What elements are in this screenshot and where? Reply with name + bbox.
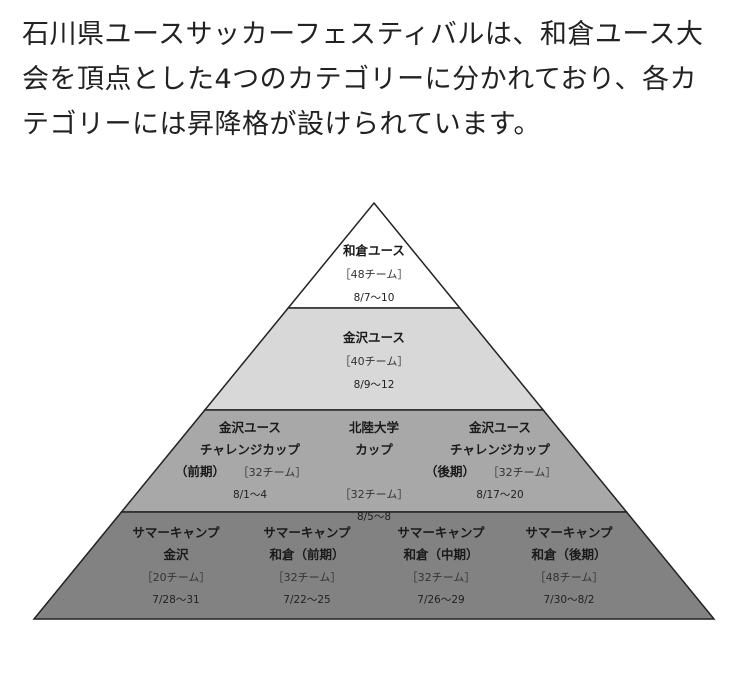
event-dates: 8/9〜12 (354, 379, 395, 391)
event-dates: 8/17〜20 (476, 489, 523, 501)
event-name: 和倉ユース (342, 243, 405, 258)
intro-line: 石川県ユースサッカーフェスティバルは、和倉ユース大 (22, 19, 704, 50)
event-dates: 7/22〜25 (283, 594, 330, 606)
event-dates: 7/26〜29 (417, 594, 464, 606)
intro-line: テゴリーには昇降格が設けられています。 (22, 109, 541, 140)
event-name: チャレンジカップ (450, 442, 550, 457)
event-name: サマーキャンプ (397, 525, 485, 540)
event-name: 金沢 (162, 547, 189, 562)
event-dates: 7/28〜31 (152, 594, 199, 606)
event-name: 北陸大学 (349, 420, 400, 435)
event-dates: 8/7〜10 (354, 292, 395, 304)
event-name: （後期） (425, 464, 475, 479)
event-dates: 7/30〜8/2 (544, 594, 595, 606)
event-team-count: ［32チーム］ (407, 571, 476, 584)
event-name: 金沢ユース (218, 420, 281, 435)
event-name: （前期） (175, 464, 225, 479)
event-name: 和倉（中期） (402, 547, 478, 562)
event-name: 和倉（前期） (268, 547, 344, 562)
intro-line: 会を頂点とした4つのカテゴリーに分かれており、各カ (22, 64, 697, 95)
pyramid-tier-4 (32, 511, 716, 620)
event-name: チャレンジカップ (200, 442, 300, 457)
event-team-count: ［40チーム］ (340, 355, 409, 368)
event-name: サマーキャンプ (525, 525, 613, 540)
event-name: 和倉（後期） (530, 547, 606, 562)
event-name: カップ (355, 442, 393, 457)
event-team-count: ［32チーム］ (340, 488, 409, 501)
event-dates: 8/5〜8 (357, 511, 391, 523)
event-team-count: ［32チーム］ (238, 466, 307, 479)
event-name: サマーキャンプ (132, 525, 220, 540)
event-team-count: ［20チーム］ (142, 571, 211, 584)
event-team-count: ［48チーム］ (340, 268, 409, 281)
event-name: サマーキャンプ (263, 525, 351, 540)
event-team-count: ［32チーム］ (488, 466, 557, 479)
intro-paragraph: 石川県ユースサッカーフェスティバルは、和倉ユース大 会を頂点とした4つのカテゴリ… (22, 12, 730, 147)
event-dates: 8/1〜4 (233, 489, 267, 501)
event-team-count: ［48チーム］ (535, 571, 604, 584)
event-name: 金沢ユース (342, 330, 405, 345)
event-name: 金沢ユース (468, 420, 531, 435)
event-team-count: ［32チーム］ (273, 571, 342, 584)
